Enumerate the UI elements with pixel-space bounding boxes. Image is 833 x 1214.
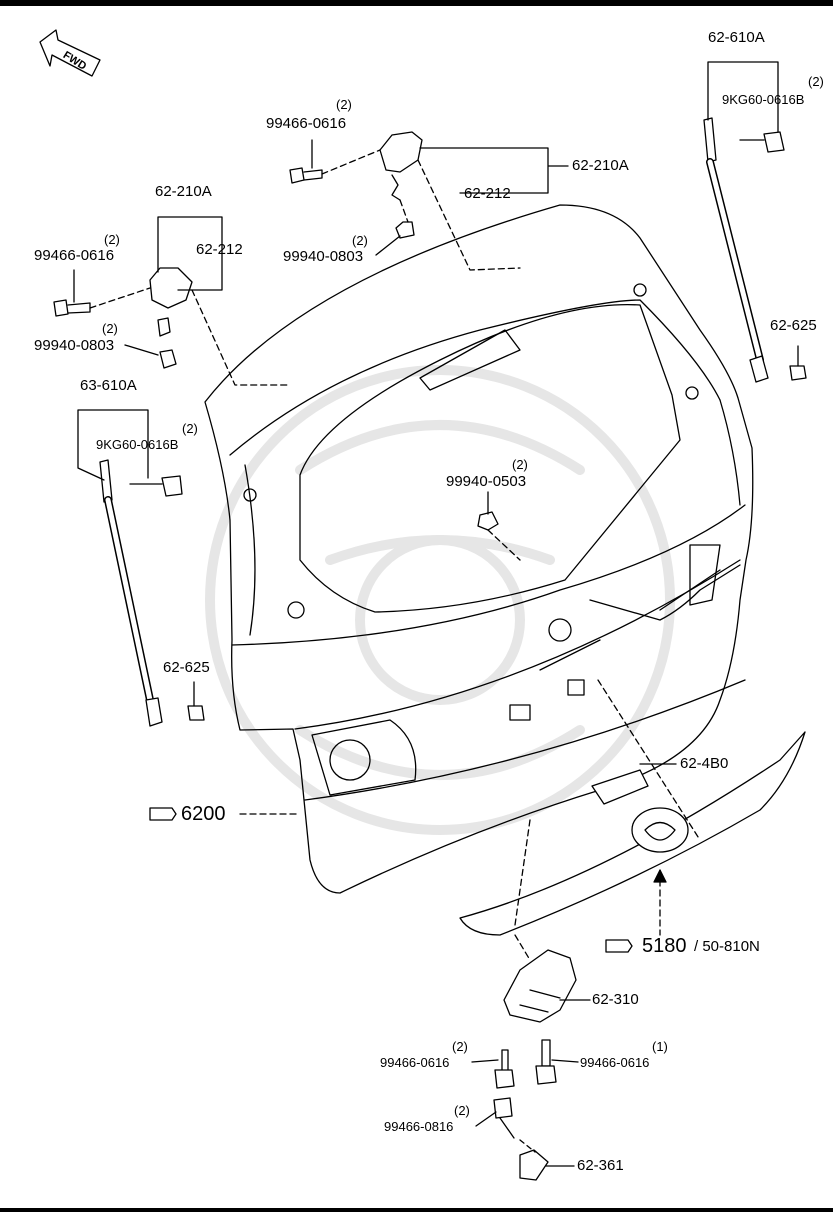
label-9KG-right: 9KG60-0616B xyxy=(722,92,805,107)
bottom-border xyxy=(0,1208,833,1212)
label-9KG-left: 9KG60-0616B xyxy=(96,437,179,452)
leader-latch xyxy=(514,934,531,961)
label-99466-top: 99466-0616 xyxy=(266,115,347,132)
fwd-arrow-icon xyxy=(39,29,101,77)
hinge-left xyxy=(149,267,193,369)
qty-99940-top: (2) xyxy=(352,233,368,248)
label-62-610A-right: 62-610A xyxy=(708,29,765,46)
label-62-625-left: 62-625 xyxy=(163,659,210,676)
label-63-610A: 63-610A xyxy=(80,377,137,394)
qty-9KG-right: (2) xyxy=(808,74,824,89)
label-62-4B0: 62-4B0 xyxy=(680,755,729,772)
qty-9KG-left: (2) xyxy=(182,421,198,436)
bolt-top xyxy=(289,167,323,184)
hinge-top-center xyxy=(379,131,423,239)
bolt-left xyxy=(53,299,91,317)
bolt-strut-left xyxy=(129,475,183,497)
garnish-light xyxy=(591,769,649,805)
nut-center xyxy=(477,511,499,531)
label-62-210A-left: 62-210A xyxy=(155,183,212,200)
ball-stud-right xyxy=(789,365,807,381)
label-99940-top: 99940-0803 xyxy=(283,248,364,265)
bolt-latch-left xyxy=(494,1049,515,1089)
label-99940-left: 99940-0803 xyxy=(34,337,115,354)
bolt-0816 xyxy=(493,1097,515,1139)
gas-strut-right xyxy=(703,117,769,383)
label-62-625-right: 62-625 xyxy=(770,317,817,334)
qty-99940-left: (2) xyxy=(102,321,118,336)
watermark-logo xyxy=(205,365,675,835)
ball-stud-left xyxy=(187,705,205,721)
qty-99466-top: (2) xyxy=(336,97,352,112)
label-99466-0816: 99466-0816 xyxy=(384,1119,454,1134)
label-62-310: 62-310 xyxy=(592,991,639,1008)
label-99466-br: 99466-0616 xyxy=(580,1055,650,1070)
ref-symbol-6200 xyxy=(149,807,177,821)
qty-99466-0816: (2) xyxy=(454,1103,470,1118)
qty-99466-br: (1) xyxy=(652,1039,668,1054)
gas-strut-left xyxy=(99,459,163,727)
label-6200: 6200 xyxy=(181,803,226,825)
latch-assembly xyxy=(503,949,577,1023)
garnish-5180 xyxy=(459,731,806,936)
label-leaders xyxy=(73,61,799,1167)
label-5180: 5180 xyxy=(642,935,687,957)
leader-striker xyxy=(519,1139,536,1153)
liftgate-panel xyxy=(204,204,754,894)
label-50-810N: / 50-810N xyxy=(694,938,760,955)
qty-99940-0503: (2) xyxy=(512,457,528,472)
top-border xyxy=(0,0,833,6)
ref-symbol-5180 xyxy=(605,939,633,953)
bolt-strut-right xyxy=(739,131,785,153)
leader-nut-center xyxy=(487,529,521,561)
label-99940-0503: 99940-0503 xyxy=(446,473,527,490)
striker xyxy=(519,1149,549,1181)
leader-top xyxy=(321,149,521,271)
qty-99466-bl: (2) xyxy=(452,1039,468,1054)
qty-99466-left: (2) xyxy=(104,232,120,247)
label-62-210A-top: 62-210A xyxy=(572,157,629,174)
leader-left xyxy=(89,287,291,386)
label-62-212-top: 62-212 xyxy=(464,185,511,202)
label-62-361: 62-361 xyxy=(577,1157,624,1174)
label-99466-bl: 99466-0616 xyxy=(380,1055,450,1070)
leader-garnish xyxy=(514,679,701,926)
label-62-212-left: 62-212 xyxy=(196,241,243,258)
bolt-latch-right xyxy=(535,1039,557,1085)
label-99466-left: 99466-0616 xyxy=(34,247,115,264)
